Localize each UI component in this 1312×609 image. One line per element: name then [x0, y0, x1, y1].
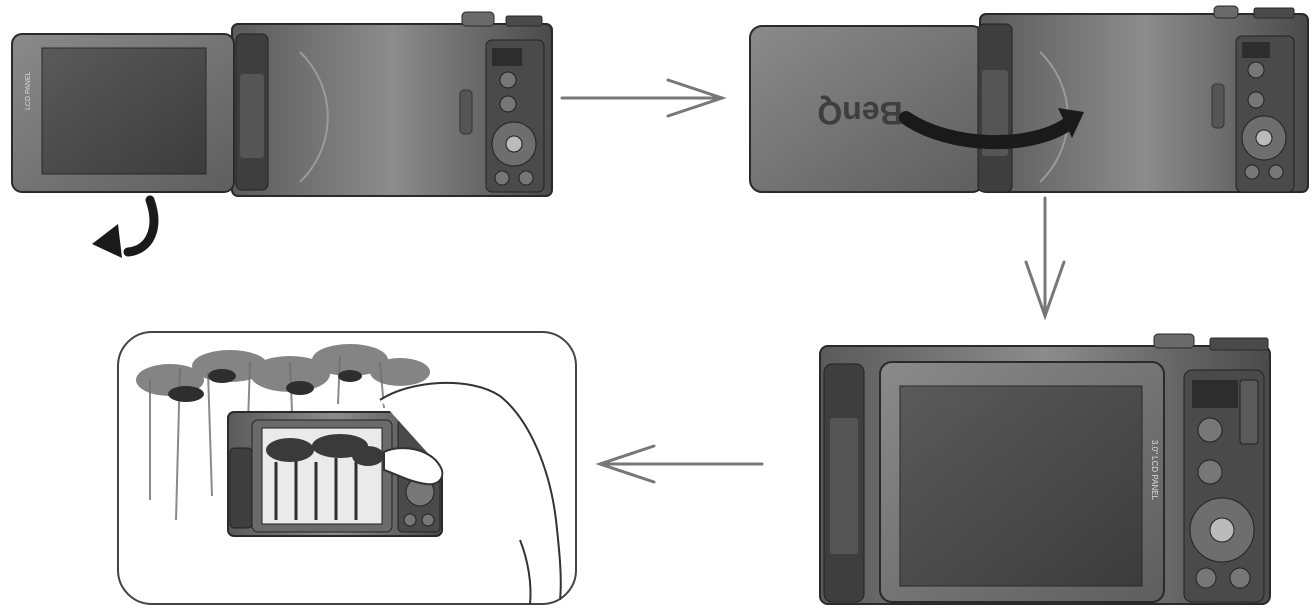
ok-button [1209, 517, 1235, 543]
arrow-right [560, 78, 727, 118]
playback-button [1247, 91, 1265, 109]
func-button [421, 513, 435, 527]
arrow-left [595, 444, 764, 484]
step1-camera: LCD PANEL [11, 11, 553, 197]
playback-button [499, 95, 517, 113]
hinge-inner [982, 70, 1008, 156]
display-window [1192, 380, 1238, 408]
hand-thumb [383, 447, 444, 486]
mode-dial [1209, 337, 1269, 351]
speaker-grille [459, 89, 473, 135]
menu-button [1244, 164, 1260, 180]
hand-wrist [519, 539, 532, 605]
record-button [1247, 61, 1265, 79]
hinge-inner [240, 74, 264, 158]
ok-button [1255, 129, 1273, 147]
mode-dial [1253, 7, 1295, 19]
menu-button [403, 513, 417, 527]
hinge [229, 447, 253, 529]
record-button [1197, 417, 1223, 443]
lcd-panel-label: LCD PANEL [25, 72, 32, 110]
arrow-down [1024, 196, 1066, 321]
menu-button [494, 170, 510, 186]
rotate-arrow-stroke [123, 195, 159, 257]
rotate-arrow-head [1058, 108, 1084, 138]
body-arc [299, 51, 329, 183]
display-window [492, 48, 522, 66]
func-button [1229, 567, 1251, 589]
zoom-lever [1239, 379, 1259, 445]
control-panel [1235, 35, 1295, 193]
hinge-inner [830, 418, 858, 554]
shutter-button [461, 11, 495, 27]
mode-dial [505, 15, 543, 27]
ok-button [505, 135, 523, 153]
flip-rotate-arrow [92, 195, 159, 258]
screen-trees [274, 458, 358, 520]
hand-outline [379, 381, 562, 601]
speaker-grille [1211, 83, 1225, 129]
rotate-arrow-stroke [899, 111, 1075, 149]
lcd-screen [899, 385, 1143, 587]
step3-camera: 3.0" LCD PANEL [819, 333, 1271, 605]
menu-button [1195, 567, 1217, 589]
swivel-rotate-arrow [899, 108, 1084, 149]
brand-logo: BenQ [817, 95, 902, 131]
func-button [1268, 164, 1284, 180]
step2-camera: BenQ [749, 5, 1309, 193]
rotate-arrow-head [92, 224, 122, 258]
shutter-button [1213, 5, 1239, 19]
tree-canopy [136, 344, 430, 396]
lcd-panel-label: 3.0" LCD PANEL [1150, 440, 1159, 501]
lcd-screen [41, 47, 207, 175]
tree-canopy-dark [168, 369, 362, 402]
shutter-button [1153, 333, 1195, 349]
record-button [499, 71, 517, 89]
playback-button [1197, 459, 1223, 485]
step4-scene [117, 331, 577, 605]
screen-canopy [266, 434, 384, 466]
func-button [518, 170, 534, 186]
display-window [1242, 42, 1270, 58]
